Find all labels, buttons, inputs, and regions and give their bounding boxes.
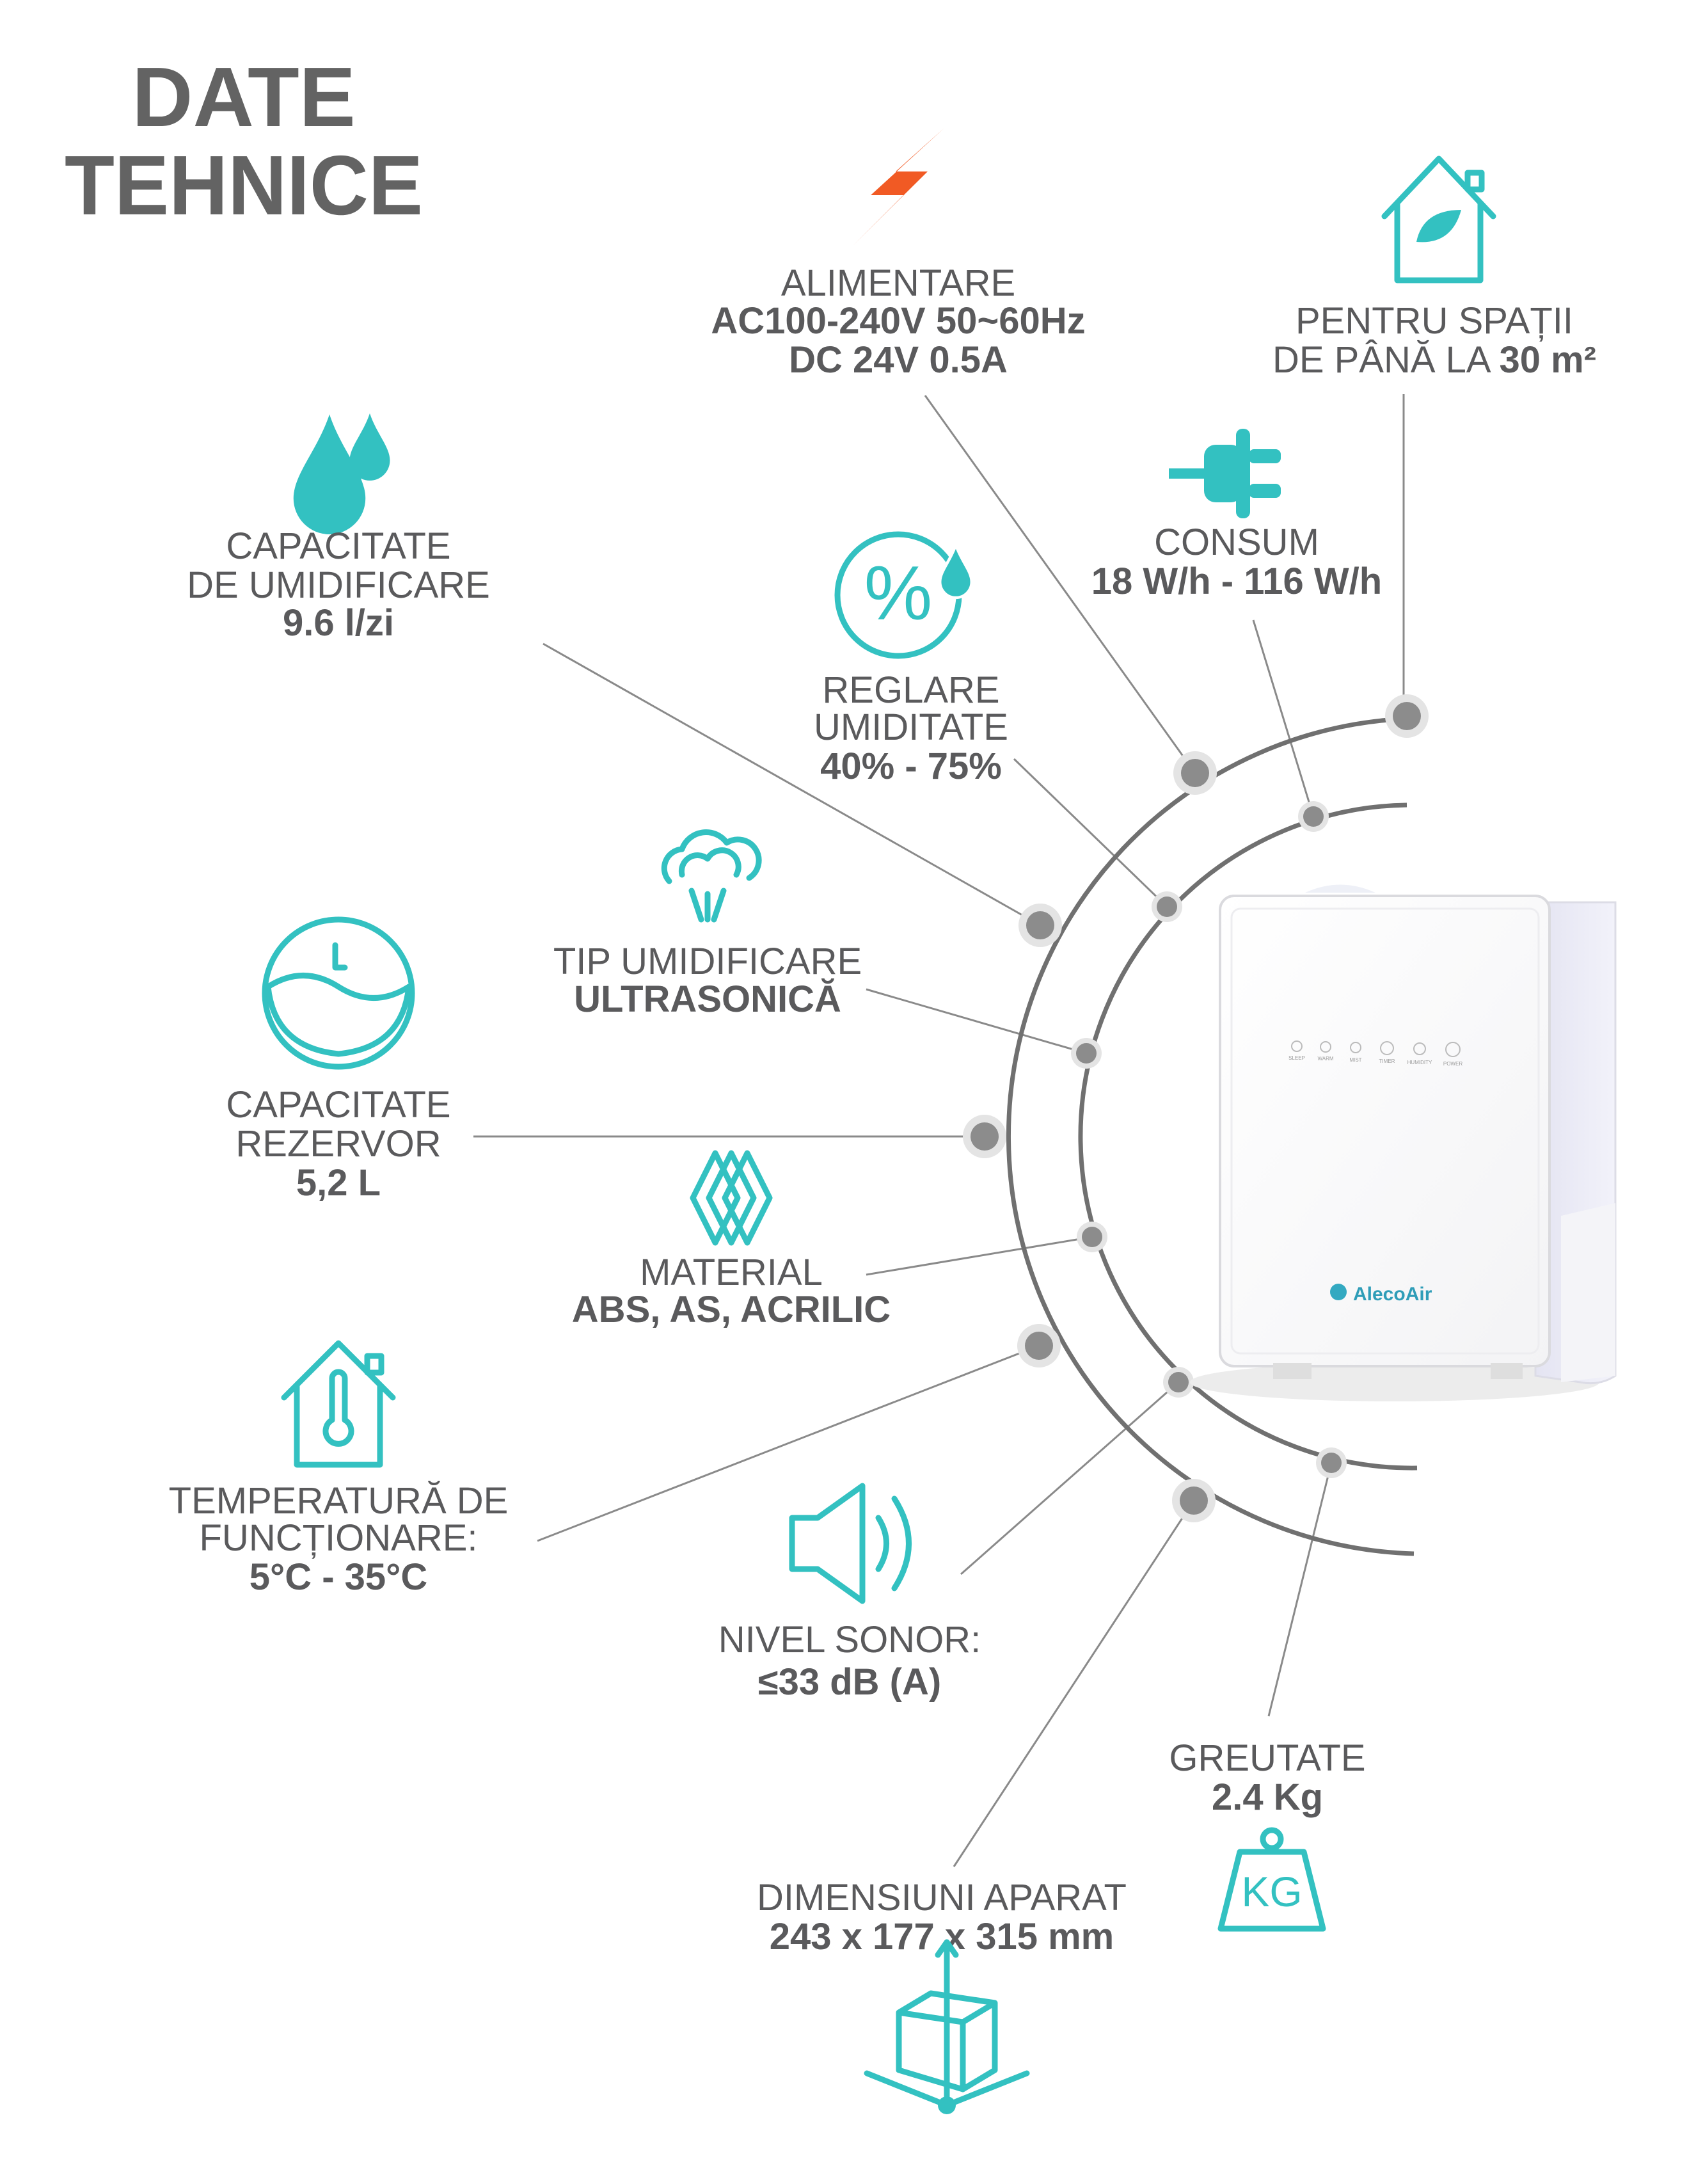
material-value: ABS, AS, ACRILIC [572, 1289, 891, 1330]
button-sleep[interactable]: SLEEP [1288, 1040, 1305, 1061]
button-mist[interactable]: MIST [1349, 1042, 1362, 1063]
consumption-label: CONSUM [1154, 522, 1319, 563]
connector-dots [963, 694, 1429, 1522]
weight-label: GREUTATE [1169, 1737, 1365, 1779]
tank-capacity-label-2: REZERVOR [235, 1123, 441, 1165]
water-drops-icon [293, 413, 390, 534]
material-label: MATERIAL [640, 1252, 823, 1293]
svg-text:WARM: WARM [1317, 1056, 1333, 1062]
humidification-type-label: TIP UMIDIFICARE [553, 941, 862, 982]
svg-text:TIMER: TIMER [1379, 1058, 1395, 1064]
tank-capacity-label-1: CAPACITATE [226, 1084, 450, 1126]
tank-capacity-value: 5,2 L [296, 1162, 381, 1204]
lightning-icon [853, 128, 944, 245]
eco-house-icon [1381, 155, 1496, 283]
temperature-value: 5°C - 35°C [250, 1556, 427, 1598]
humidification-type-value: ULTRASONICĂ [574, 978, 841, 1020]
power-value-ac: AC100-240V 50~60Hz [711, 300, 1085, 342]
speaker-icon [789, 1483, 912, 1604]
humidity-setting-label-1: REGLARE [822, 669, 999, 711]
title-line-1: DATE [132, 50, 356, 144]
plug-icon [1169, 429, 1281, 518]
svg-text:MIST: MIST [1349, 1057, 1361, 1063]
humidity-percent-icon: % [834, 531, 973, 659]
brand-logo: AlecoAir [1353, 1284, 1432, 1305]
noise-label: NIVEL SONOR: [718, 1619, 981, 1661]
room-size-label-1: PENTRU SPAȚII [1296, 300, 1573, 342]
cube-dimensions-icon [864, 1939, 1030, 2114]
dimensions-label: DIMENSIUNI APARAT [757, 1877, 1127, 1918]
svg-text:SLEEP: SLEEP [1288, 1055, 1305, 1061]
weight-value: 2.4 Kg [1212, 1776, 1323, 1818]
svg-text:HUMIDITY: HUMIDITY [1407, 1060, 1432, 1065]
humidifier-image: SLEEP WARM MIST TIMER HUMIDITY POWER Ale… [1190, 884, 1617, 1401]
consumption-value: 18 W/h - 116 W/h [1091, 561, 1382, 602]
svg-text:POWER: POWER [1443, 1061, 1462, 1067]
button-power[interactable]: POWER [1443, 1042, 1462, 1067]
material-layers-icon [690, 1150, 773, 1246]
control-panel: SLEEP WARM MIST TIMER HUMIDITY POWER [1288, 1040, 1462, 1067]
title-line-2: TEHNICE [65, 138, 423, 232]
water-tank-icon [262, 916, 415, 1070]
button-humidity[interactable]: HUMIDITY [1407, 1042, 1432, 1065]
leader-lines [473, 394, 1405, 1867]
humidification-capacity-label-2: DE UMIDIFICARE [187, 564, 490, 606]
button-warm[interactable]: WARM [1317, 1041, 1334, 1062]
humidification-capacity-value: 9.6 l/zi [283, 602, 394, 644]
humidification-capacity-label-1: CAPACITATE [226, 525, 450, 567]
room-size-label-2: DE PÂNĂ LA 30 m² [1272, 339, 1596, 381]
svg-text:%: % [864, 550, 933, 636]
humidity-setting-label-2: UMIDITATE [814, 706, 1008, 748]
weight-kg-icon: KG [1217, 1827, 1326, 1932]
temperature-label-2: FUNCȚIONARE: [200, 1517, 478, 1559]
power-value-dc: DC 24V 0.5A [789, 339, 1008, 381]
inner-arc [1078, 802, 1418, 1471]
noise-value: ≤33 dB (A) [758, 1661, 941, 1703]
brand-logo-icon [1330, 1284, 1347, 1300]
mist-icon [661, 829, 762, 923]
svg-text:KG: KG [1241, 1868, 1302, 1915]
temperature-house-icon [281, 1340, 396, 1468]
button-timer[interactable]: TIMER [1379, 1041, 1395, 1064]
humidity-setting-value: 40% - 75% [820, 745, 1002, 787]
power-label: ALIMENTARE [781, 262, 1015, 304]
temperature-label-1: TEMPERATURĂ DE [169, 1480, 509, 1522]
